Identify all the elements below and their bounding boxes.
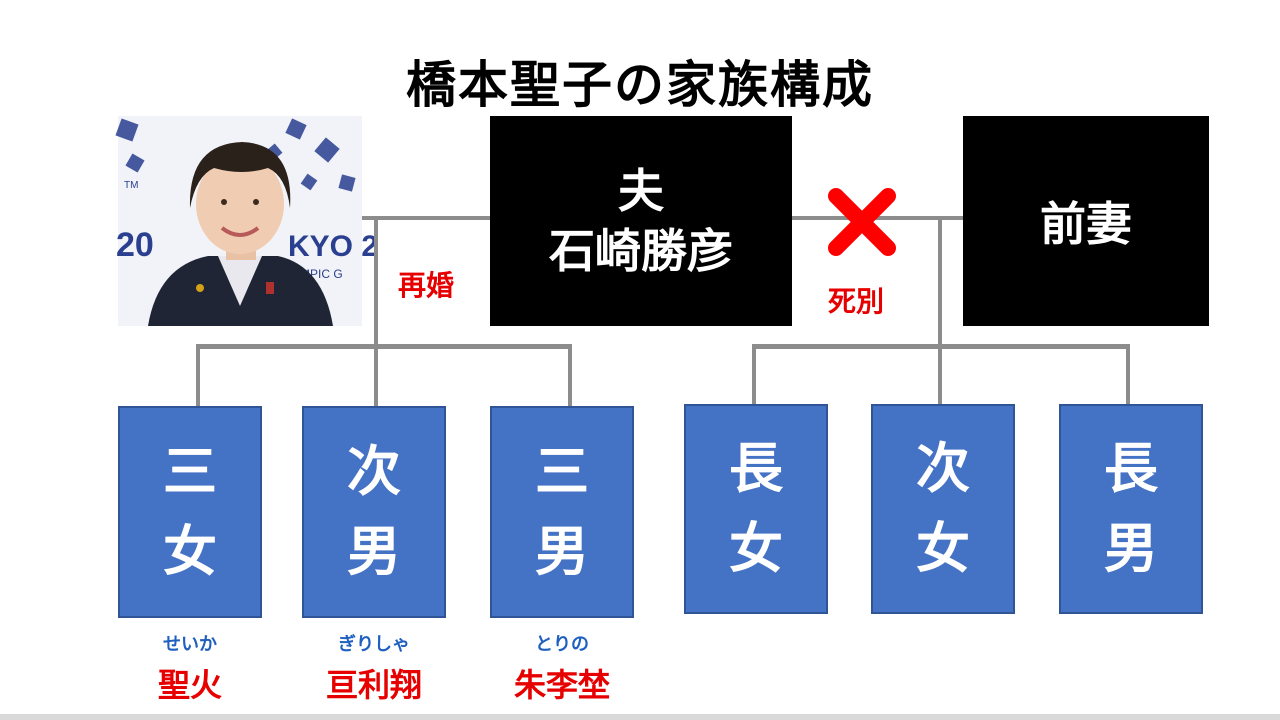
child-label-line1: 長 bbox=[1104, 437, 1158, 500]
logo-tm: TM bbox=[124, 180, 138, 191]
bottom-divider bbox=[0, 714, 1280, 720]
husband-role: 夫 bbox=[618, 164, 664, 218]
portrait-photo: 20 TM KYO 2 MPIC G bbox=[115, 116, 378, 326]
child-label-line1: 次 bbox=[916, 437, 970, 500]
ex-wife-box: 前妻 bbox=[963, 116, 1209, 326]
husband-box: 夫 石崎勝彦 bbox=[490, 116, 792, 326]
connector-right-drop-2 bbox=[938, 344, 942, 406]
child-name: 亘利翔 bbox=[325, 666, 422, 704]
page-title: 橋本聖子の家族構成 bbox=[406, 56, 874, 114]
child-label-line1: 三 bbox=[535, 440, 589, 503]
connector-left-vertical bbox=[374, 216, 378, 346]
child-box-third-daughter: 三 女 bbox=[118, 406, 262, 618]
child-box-eldest-daughter: 長 女 bbox=[684, 404, 828, 614]
child-label-line2: 男 bbox=[347, 520, 401, 583]
child-label-line2: 男 bbox=[1104, 517, 1158, 580]
child-reading: せいか bbox=[163, 634, 217, 655]
connector-husband-exwife bbox=[792, 216, 963, 220]
cross-icon bbox=[826, 186, 898, 258]
child-box-third-son: 三 男 bbox=[490, 406, 634, 618]
connector-left-drop-2 bbox=[374, 344, 378, 408]
child-name: 聖火 bbox=[157, 666, 222, 704]
death-label: 死別 bbox=[828, 285, 885, 318]
child-name: 朱李埜 bbox=[513, 666, 610, 704]
connector-left-drop-1 bbox=[196, 344, 200, 408]
remarriage-label: 再婚 bbox=[398, 269, 455, 302]
connector-photo-husband bbox=[362, 216, 490, 220]
husband-name: 石崎勝彦 bbox=[549, 224, 733, 278]
portrait-illustration: 20 TM KYO 2 MPIC G bbox=[115, 118, 378, 326]
connector-left-drop-3 bbox=[568, 344, 572, 408]
child-box-second-daughter: 次 女 bbox=[871, 404, 1015, 614]
connector-left-horizontal bbox=[196, 344, 572, 349]
connector-right-vertical bbox=[938, 216, 942, 346]
connector-right-drop-3 bbox=[1126, 344, 1130, 406]
child-box-second-son: 次 男 bbox=[302, 406, 446, 618]
child-label-line2: 女 bbox=[163, 520, 217, 583]
child-label-line1: 三 bbox=[163, 440, 217, 503]
child-label-line1: 次 bbox=[347, 440, 401, 503]
child-reading: とりの bbox=[535, 634, 589, 655]
child-label-line2: 男 bbox=[535, 520, 589, 583]
child-box-eldest-son: 長 男 bbox=[1059, 404, 1203, 614]
connector-right-drop-1 bbox=[752, 344, 756, 406]
child-label-line2: 女 bbox=[916, 517, 970, 580]
logo-text-right: KYO 2 bbox=[288, 230, 378, 263]
child-label-line2: 女 bbox=[729, 517, 783, 580]
ex-wife-label: 前妻 bbox=[1040, 197, 1132, 251]
child-label-line1: 長 bbox=[729, 437, 783, 500]
logo-text-left: 20 bbox=[116, 226, 154, 264]
child-reading: ぎりしゃ bbox=[338, 634, 410, 655]
